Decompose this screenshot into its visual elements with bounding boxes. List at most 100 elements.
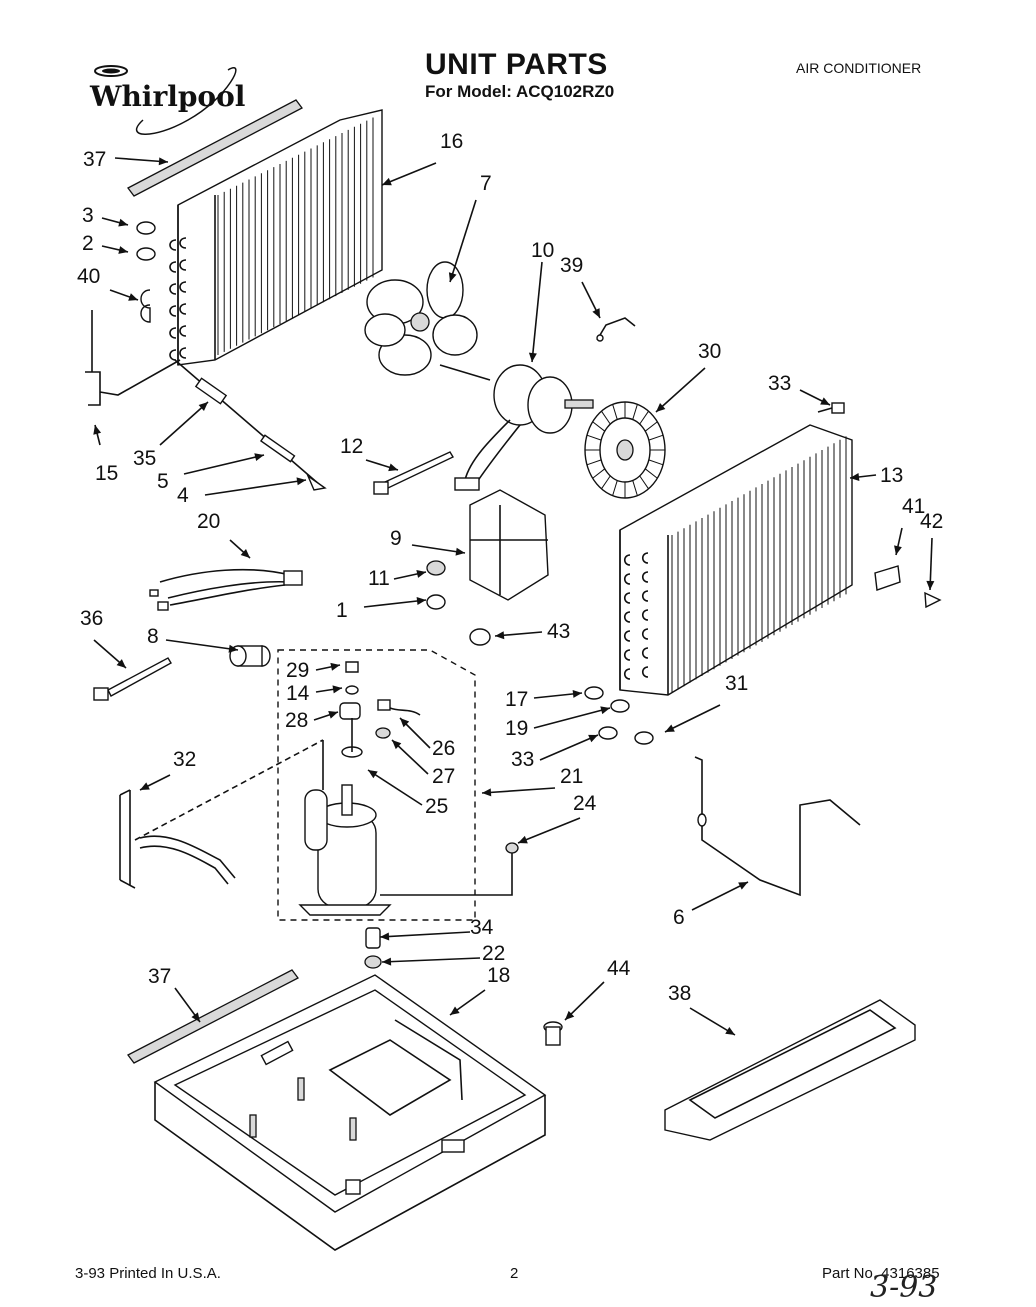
callout-43: 43	[547, 620, 570, 643]
tube-clips	[584, 686, 654, 745]
compressor-group-box	[277, 649, 476, 921]
page-title: UNIT PARTS	[425, 48, 608, 81]
leader-arrowhead	[93, 425, 102, 435]
leader-arrowhead	[191, 1012, 200, 1022]
base-pan-part	[153, 974, 547, 1251]
leader-arrowhead	[894, 545, 902, 555]
leader-arrowhead	[725, 1026, 735, 1035]
compressor-hardware	[339, 661, 519, 969]
callout-16: 16	[440, 130, 463, 153]
callout-12: 12	[340, 435, 363, 458]
leader-arrowhead	[228, 644, 238, 653]
leader-line	[655, 367, 706, 413]
leader-arrowhead	[328, 711, 338, 719]
callout-20: 20	[197, 510, 220, 533]
callout-numbers: 3716327103940303315355412134142209111433…	[77, 130, 943, 1005]
leader-line	[531, 261, 543, 363]
callout-14: 14	[286, 682, 310, 705]
leader-arrowhead	[128, 293, 138, 301]
callout-30: 30	[698, 340, 721, 363]
leader-arrowhead	[368, 770, 378, 779]
callout-18: 18	[487, 964, 510, 987]
handwritten-note: 3-93	[870, 1270, 938, 1305]
leader-line	[379, 931, 471, 938]
callout-34: 34	[470, 916, 494, 939]
callout-39: 39	[560, 254, 583, 277]
callout-1: 1	[336, 599, 348, 622]
leader-arrowhead	[518, 835, 528, 844]
callout-41: 41	[902, 495, 925, 518]
leader-arrowhead	[450, 1006, 460, 1015]
leader-arrowhead	[565, 1010, 575, 1020]
leader-line	[165, 639, 239, 651]
leader-arrowhead	[482, 788, 492, 797]
leader-arrowhead	[254, 453, 264, 461]
callout-7: 7	[480, 172, 492, 195]
callout-24: 24	[573, 792, 597, 815]
leader-arrowhead	[118, 218, 128, 227]
leader-line	[159, 401, 209, 446]
callout-26: 26	[432, 737, 455, 760]
callout-2: 2	[82, 232, 94, 255]
leader-arrowhead	[850, 472, 860, 481]
callout-10: 10	[531, 239, 554, 262]
tube-6-part	[694, 756, 861, 897]
tube-32-part	[119, 739, 324, 889]
motor-mount-part	[469, 489, 549, 601]
model-label: For Model: ACQ102RZ0	[425, 82, 615, 101]
fan-motor-part	[439, 364, 594, 491]
capillary-tube-part	[85, 310, 327, 491]
channel-part	[664, 999, 916, 1141]
leader-arrowhead	[416, 570, 426, 578]
callout-44: 44	[607, 957, 631, 980]
leader-arrowhead	[332, 685, 342, 694]
whirlpool-logo	[94, 65, 237, 135]
blower-wheel-part	[584, 401, 666, 499]
leader-line	[533, 707, 611, 729]
drain-fitting-part	[543, 1021, 563, 1046]
bracket-part	[874, 565, 942, 609]
leader-arrowhead	[400, 718, 410, 728]
leader-arrowhead	[448, 272, 457, 282]
callout-33: 33	[511, 748, 534, 771]
callout-19: 19	[505, 717, 528, 740]
leader-arrowhead	[158, 157, 168, 166]
leader-arrowhead	[388, 463, 398, 472]
callout-25: 25	[425, 795, 448, 818]
leader-line	[204, 479, 307, 496]
callout-6: 6	[673, 906, 685, 929]
leader-line	[381, 162, 437, 186]
leader-arrowhead	[495, 631, 505, 640]
leader-line	[517, 817, 581, 844]
leader-arrowhead	[116, 659, 126, 668]
leader-line	[481, 787, 556, 794]
leader-line	[449, 199, 477, 283]
evaporator-fins	[217, 117, 374, 355]
leader-line	[183, 454, 265, 475]
leader-line	[564, 981, 605, 1021]
condenser-tubes	[623, 552, 649, 680]
callout-22: 22	[482, 942, 505, 965]
leader-arrowhead	[240, 549, 250, 558]
leader-arrowhead	[382, 957, 392, 966]
grommet-part	[426, 560, 446, 576]
leader-arrowhead	[380, 932, 390, 941]
leader-arrowhead	[572, 689, 582, 698]
leader-arrowhead	[416, 597, 426, 605]
evaporator-coil-part	[177, 109, 383, 366]
callout-5: 5	[157, 470, 169, 493]
leader-line	[367, 769, 423, 806]
leader-arrowhead	[330, 662, 340, 671]
rail-top-part	[127, 99, 303, 197]
screw-part	[817, 402, 845, 414]
callout-3: 3	[82, 204, 94, 227]
brand-name: Whirlpool	[90, 80, 246, 113]
thermostat-part	[596, 317, 636, 342]
callout-40: 40	[77, 265, 100, 288]
condenser-fins	[671, 436, 847, 693]
callout-4: 4	[177, 484, 189, 507]
leader-arrowhead	[455, 547, 465, 556]
leader-line	[363, 599, 427, 608]
leader-arrowhead	[296, 477, 306, 486]
